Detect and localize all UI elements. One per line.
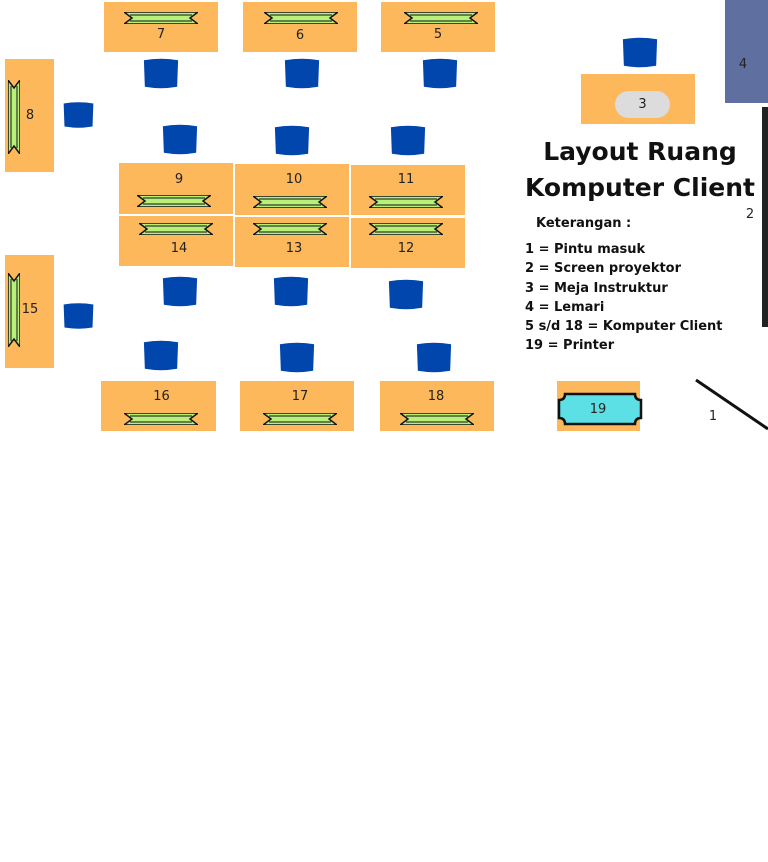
chair-icon — [387, 278, 425, 311]
computer-number-13: 13 — [285, 241, 303, 256]
computer-number-17: 17 — [291, 389, 309, 404]
chair-icon — [278, 341, 316, 374]
keyboard-icon — [137, 195, 211, 207]
cabinet — [725, 0, 768, 103]
computer-number-12: 12 — [397, 241, 415, 256]
keyboard-icon — [8, 273, 20, 347]
keyboard-icon — [263, 413, 337, 425]
chair-icon — [62, 96, 95, 134]
cabinet-number-4: 4 — [738, 57, 748, 72]
computer-number-8: 8 — [25, 108, 35, 123]
desk-6 — [243, 2, 357, 52]
keyboard-icon — [369, 196, 443, 208]
chair-icon — [62, 297, 95, 335]
chair-icon — [272, 275, 310, 308]
chair-icon — [283, 57, 321, 90]
computer-number-11: 11 — [397, 172, 415, 187]
keyboard-icon — [400, 413, 474, 425]
legend-item: 1 = Pintu masuk — [525, 242, 646, 257]
computer-number-14: 14 — [170, 241, 188, 256]
keyboard-icon — [8, 80, 20, 154]
legend-item: 4 = Lemari — [525, 299, 605, 315]
chair-icon — [389, 124, 427, 157]
instructor-desk-oval — [615, 91, 670, 118]
printer-icon — [557, 392, 643, 426]
computer-number-16: 16 — [153, 389, 170, 404]
printer-number-19: 19 — [589, 402, 607, 417]
chair-icon — [142, 339, 180, 372]
legend-item: 19 = Printer — [525, 338, 615, 354]
legend-heading: Keterangan : — [536, 216, 632, 231]
projector-screen — [762, 107, 768, 327]
chair-icon — [273, 124, 311, 157]
keyboard-icon — [124, 413, 198, 425]
door-line — [695, 378, 768, 431]
keyboard-icon — [264, 12, 338, 24]
keyboard-icon — [404, 12, 478, 24]
chair-icon — [142, 57, 180, 90]
instructor-number-3: 3 — [638, 97, 647, 112]
keyboard-icon — [139, 223, 213, 235]
computer-number-9: 9 — [174, 172, 184, 187]
chair-icon — [621, 36, 659, 69]
computer-number-6: 6 — [295, 28, 305, 43]
legend-item: 2 = Screen proyektor — [525, 261, 682, 277]
desk-5 — [381, 2, 495, 52]
keyboard-icon — [253, 196, 327, 208]
computer-number-5: 5 — [433, 27, 443, 42]
legend-item: 5 s/d 18 = Komputer Client — [525, 319, 723, 335]
keyboard-icon — [124, 12, 198, 24]
computer-number-15: 15 — [21, 302, 39, 317]
screen-number-2: 2 — [745, 207, 755, 222]
title-line-2: Komputer Client — [525, 173, 755, 202]
chair-icon — [415, 341, 453, 374]
door-number-1: 1 — [708, 409, 718, 424]
keyboard-icon — [253, 223, 327, 235]
chair-icon — [161, 123, 199, 156]
diagram-title: Layout Ruang Komputer Client — [520, 134, 760, 206]
computer-number-7: 7 — [156, 27, 166, 42]
chair-icon — [421, 57, 459, 90]
chair-icon — [161, 275, 199, 308]
keyboard-icon — [369, 223, 443, 235]
desk-7 — [104, 2, 218, 52]
legend-list: 1 = Pintu masuk 2 = Screen proyektor 3 =… — [525, 240, 723, 356]
legend-item: 3 = Meja Instruktur — [525, 280, 668, 296]
computer-number-10: 10 — [285, 172, 303, 187]
title-line-1: Layout Ruang — [543, 137, 737, 166]
computer-number-18: 18 — [427, 389, 445, 404]
